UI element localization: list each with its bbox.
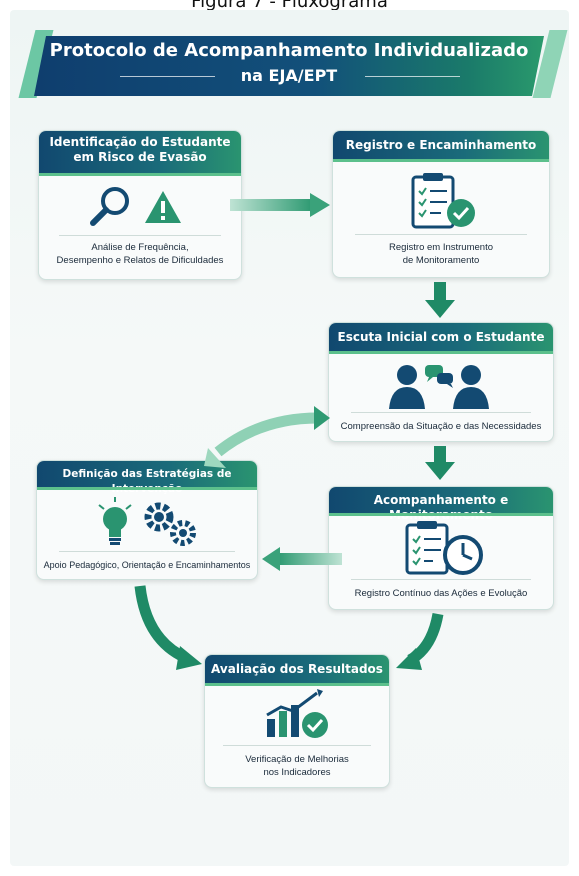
figure-caption: Figura 7 - Fluxograma: [191, 0, 388, 12]
title-rule-left: [120, 76, 215, 77]
arrow-down: [425, 282, 455, 318]
card-divider: [59, 551, 235, 552]
arrow-down: [425, 446, 455, 480]
card-divider: [351, 579, 531, 580]
step-card-evaluation: Avaliação dos Resultados Verificação de …: [204, 654, 390, 788]
step-description: Compreensão da Situação e das Necessidad…: [329, 420, 553, 433]
step-card-identification: Identificação do Estudante em Risco de E…: [38, 130, 242, 280]
title-banner: [34, 36, 544, 96]
step-title-line1: Escuta Inicial com o Estudante: [337, 330, 545, 344]
step-card-header: Avaliação dos Resultados: [205, 655, 389, 686]
growth-chart-icon: [263, 689, 337, 741]
lightbulb-icon: [95, 497, 135, 547]
title-line2: na EJA/EPT: [240, 66, 338, 85]
warning-icon: [143, 189, 183, 225]
step-card-header: Acompanhamento e Monitoramento: [329, 487, 553, 522]
step-card-header: Identificação do Estudante em Risco de E…: [39, 131, 241, 176]
gears-icon: [141, 499, 201, 549]
clipboard-check-icon: [409, 171, 481, 231]
conversation-icon: [385, 361, 495, 411]
step-description: Apoio Pedagógico, Orientação e Encaminha…: [37, 559, 257, 572]
step-title-line2: em Risco de Evasão: [73, 150, 207, 164]
arrow-curve-left: [204, 406, 330, 468]
card-divider: [351, 412, 531, 413]
step-text-line2: Desempenho e Relatos de Dificuldades: [56, 255, 224, 266]
arrow-curve-down-left: [396, 612, 444, 670]
card-divider: [59, 235, 221, 236]
step-description: Análise de Frequência, Desempenho e Rela…: [39, 241, 241, 267]
clipboard-clock-icon: [403, 519, 493, 577]
step-title-line1: Registro e Encaminhamento: [345, 138, 537, 152]
step-card-strategies: Definição das Estratégias de Intervenção…: [36, 460, 258, 580]
arrow-left: [262, 547, 342, 571]
step-text-line1: Análise de Frequência,: [91, 242, 189, 253]
step-title-line1: Avaliação dos Resultados: [211, 662, 383, 676]
step-card-registration: Registro e Encaminhamento Registro em In…: [332, 130, 550, 278]
step-card-header: Definição das Estratégias de Intervenção: [37, 461, 257, 495]
card-divider: [354, 234, 528, 235]
step-card-header: Registro e Encaminhamento: [333, 131, 549, 162]
step-card-monitoring: Acompanhamento e Monitoramento Registro …: [328, 486, 554, 610]
step-text-line1: Registro Contínuo das Ações e Evolução: [354, 588, 528, 599]
arrow-right: [230, 193, 330, 217]
step-text-line1: Verificação de Melhorias: [245, 754, 349, 765]
step-text-line1: Compreensão da Situação e das Necessidad…: [340, 421, 542, 432]
step-title-line1: Identificação do Estudante: [49, 135, 231, 149]
step-card-header: Escuta Inicial com o Estudante: [329, 323, 553, 354]
title-rule-right: [365, 76, 460, 77]
step-card-listening: Escuta Inicial com o Estudante Compreens…: [328, 322, 554, 442]
title-line1: Protocolo de Acompanhamento Individualiz…: [49, 40, 529, 61]
step-description: Registro Contínuo das Ações e Evolução: [329, 587, 553, 600]
step-text-line2: nos Indicadores: [263, 767, 331, 778]
step-text-line2: de Monitoramento: [402, 255, 480, 266]
step-description: Verificação de Melhorias nos Indicadores: [205, 753, 389, 779]
magnifier-icon: [85, 185, 139, 229]
step-text-line1: Apoio Pedagógico, Orientação e Encaminha…: [43, 560, 251, 570]
step-text-line1: Registro em Instrumento: [388, 242, 493, 253]
step-description: Registro em Instrumento de Monitoramento: [333, 241, 549, 267]
arrow-curve-down-right: [134, 585, 202, 670]
card-divider: [223, 745, 371, 746]
